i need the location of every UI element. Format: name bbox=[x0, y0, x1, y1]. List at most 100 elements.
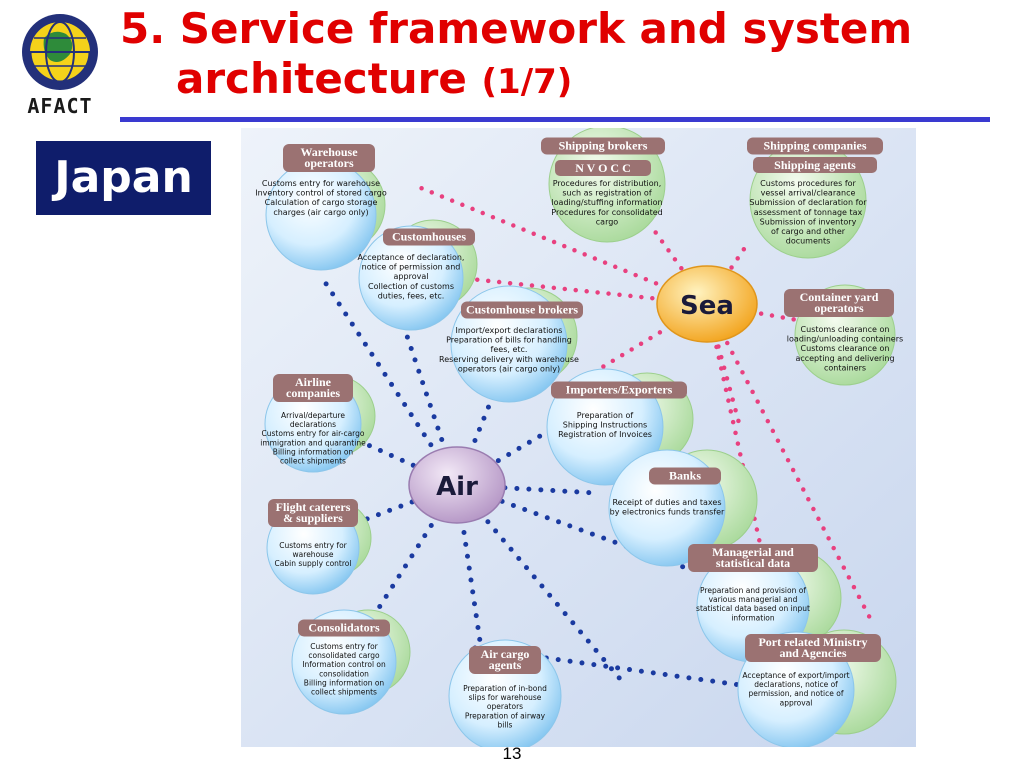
node-shippingbrokers: Shipping brokers N V O C C Procedures for … bbox=[541, 128, 666, 243]
node-desc-line: such as registration of bbox=[562, 189, 651, 198]
node-desc-line: statistical data based on input bbox=[696, 604, 810, 613]
node-desc-line: declarations bbox=[290, 420, 336, 429]
node-desc-line: various managerial and bbox=[709, 595, 798, 604]
node-label: companies bbox=[286, 386, 340, 400]
node-desc-line: permission, and notice of bbox=[749, 689, 844, 698]
hub-layer: Sea Air bbox=[408, 265, 758, 524]
node-label: & suppliers bbox=[283, 511, 343, 525]
node-desc-line: assessment of tonnage tax bbox=[754, 208, 863, 217]
node-desc-line: Customs entry for warehouse bbox=[262, 179, 380, 188]
node-desc-line: charges (air cargo only) bbox=[273, 208, 368, 217]
afact-logo: AFACT bbox=[14, 8, 106, 120]
sea-hub-label: Sea bbox=[680, 291, 734, 321]
node-sublabel-box bbox=[555, 160, 651, 176]
node-desc-line: immigration and quarantine bbox=[260, 438, 366, 447]
node-label: Customhouse brokers bbox=[466, 303, 578, 317]
node-desc-line: Acceptance of declaration, bbox=[358, 253, 465, 262]
node-desc-line: of cargo and other bbox=[771, 227, 846, 236]
node-desc-line: Customs clearance on bbox=[801, 325, 890, 334]
node-desc-line: containers bbox=[824, 363, 866, 372]
node-label-box bbox=[784, 289, 894, 317]
node-desc-line: Cabin supply control bbox=[275, 559, 352, 568]
node-label: Shipping companies bbox=[763, 139, 866, 153]
node-desc-line: Submission of inventory bbox=[760, 217, 857, 226]
node-desc-line: declarations, notice of bbox=[754, 680, 838, 689]
node-desc-line: operators (air cargo only) bbox=[458, 364, 560, 373]
title-line-2-text: architecture bbox=[176, 54, 467, 103]
node-sublabel: N V O C C bbox=[575, 161, 631, 175]
node-sublabel-box bbox=[753, 157, 877, 173]
node-label: Air cargo bbox=[481, 647, 530, 661]
node-layer: Warehouse operators Customs entry for ware… bbox=[255, 128, 903, 747]
node-desc-line: Billing information on bbox=[273, 447, 354, 456]
node-desc-line: Customs procedures for bbox=[760, 179, 856, 188]
node-label: operators bbox=[814, 301, 864, 315]
air-link bbox=[454, 482, 629, 689]
title-line-2: architecture (1/7) bbox=[120, 54, 912, 107]
node-desc-line: consolidated cargo bbox=[308, 651, 380, 660]
node-desc-line: Registration of Invoices bbox=[558, 430, 652, 439]
node-desc-line: loading/unloading containers bbox=[787, 335, 903, 344]
node-desc-line: Arrival/departure bbox=[281, 411, 345, 420]
node-desc-line: Submission of declaration for bbox=[749, 198, 867, 207]
node-label-box bbox=[747, 137, 883, 155]
node-desc-line: loading/stuffing information bbox=[551, 198, 662, 207]
node-desc-line: cargo bbox=[596, 217, 619, 226]
node-desc-line: Receipt of duties and taxes bbox=[612, 498, 721, 507]
title-line-1: 5. Service framework and system bbox=[120, 4, 913, 53]
node-bubble bbox=[358, 225, 464, 331]
node-label: Warehouse bbox=[300, 145, 358, 159]
air-link bbox=[340, 482, 460, 531]
node-label-box bbox=[688, 544, 818, 572]
node-desc-line: Customs entry for bbox=[279, 541, 347, 550]
node-desc-line: Billing information on bbox=[304, 678, 385, 687]
node-desc-line: Collection of customs bbox=[368, 282, 454, 291]
node-desc-line: vessel arrival/clearance bbox=[761, 189, 856, 198]
service-framework-diagram: Warehouse operators Customs entry for ware… bbox=[241, 128, 916, 747]
node-desc-line: Acceptance of export/import bbox=[742, 671, 849, 680]
page-number: 13 bbox=[502, 744, 522, 763]
node-label: agents bbox=[489, 658, 522, 672]
node-desc-line: approval bbox=[394, 272, 429, 281]
node-desc-line: Preparation and provision of bbox=[700, 586, 806, 595]
slide-title: 5. Service framework and system architec… bbox=[120, 4, 912, 107]
node-desc-line: Procedures for distribution, bbox=[553, 179, 662, 188]
node-label-box bbox=[273, 374, 353, 402]
node-desc-line: information bbox=[731, 613, 775, 622]
node-desc-line: Reserving delivery with warehouse bbox=[439, 355, 579, 364]
node-desc-line: approval bbox=[780, 698, 813, 707]
air-link bbox=[472, 645, 779, 693]
node-desc-line: Preparation of bbox=[577, 411, 634, 420]
node-desc-line: Import/export declarations bbox=[456, 326, 563, 335]
node-desc-line: accepting and delivering bbox=[795, 354, 894, 363]
title-part: (1/7) bbox=[481, 62, 573, 102]
node-label-box bbox=[745, 634, 881, 662]
node-desc-line: Information control on bbox=[302, 660, 386, 669]
node-desc-line: consolidation bbox=[319, 669, 369, 678]
air-hub-label: Air bbox=[436, 472, 478, 502]
node-desc-line: by electronics funds transfer bbox=[610, 508, 725, 517]
air-link bbox=[403, 330, 460, 488]
node-desc-line: Preparation of airway bbox=[465, 711, 546, 720]
node-desc-line: Inventory control of stored cargo bbox=[255, 189, 387, 198]
node-desc-line: Customs clearance on bbox=[801, 344, 890, 353]
title-rule bbox=[120, 117, 990, 122]
node-label: Managerial and bbox=[712, 545, 794, 559]
node-desc-line: Customs entry for air-cargo bbox=[262, 429, 365, 438]
node-label: Shipping brokers bbox=[559, 139, 648, 153]
node-label: Customhouses bbox=[392, 230, 466, 244]
node-desc-line: Customs entry for bbox=[310, 642, 378, 651]
node-label: Banks bbox=[669, 469, 701, 483]
node-label-box bbox=[541, 137, 665, 155]
node-desc-line: Shipping Instructions bbox=[563, 421, 647, 430]
node-label: Importers/Exporters bbox=[566, 383, 673, 397]
